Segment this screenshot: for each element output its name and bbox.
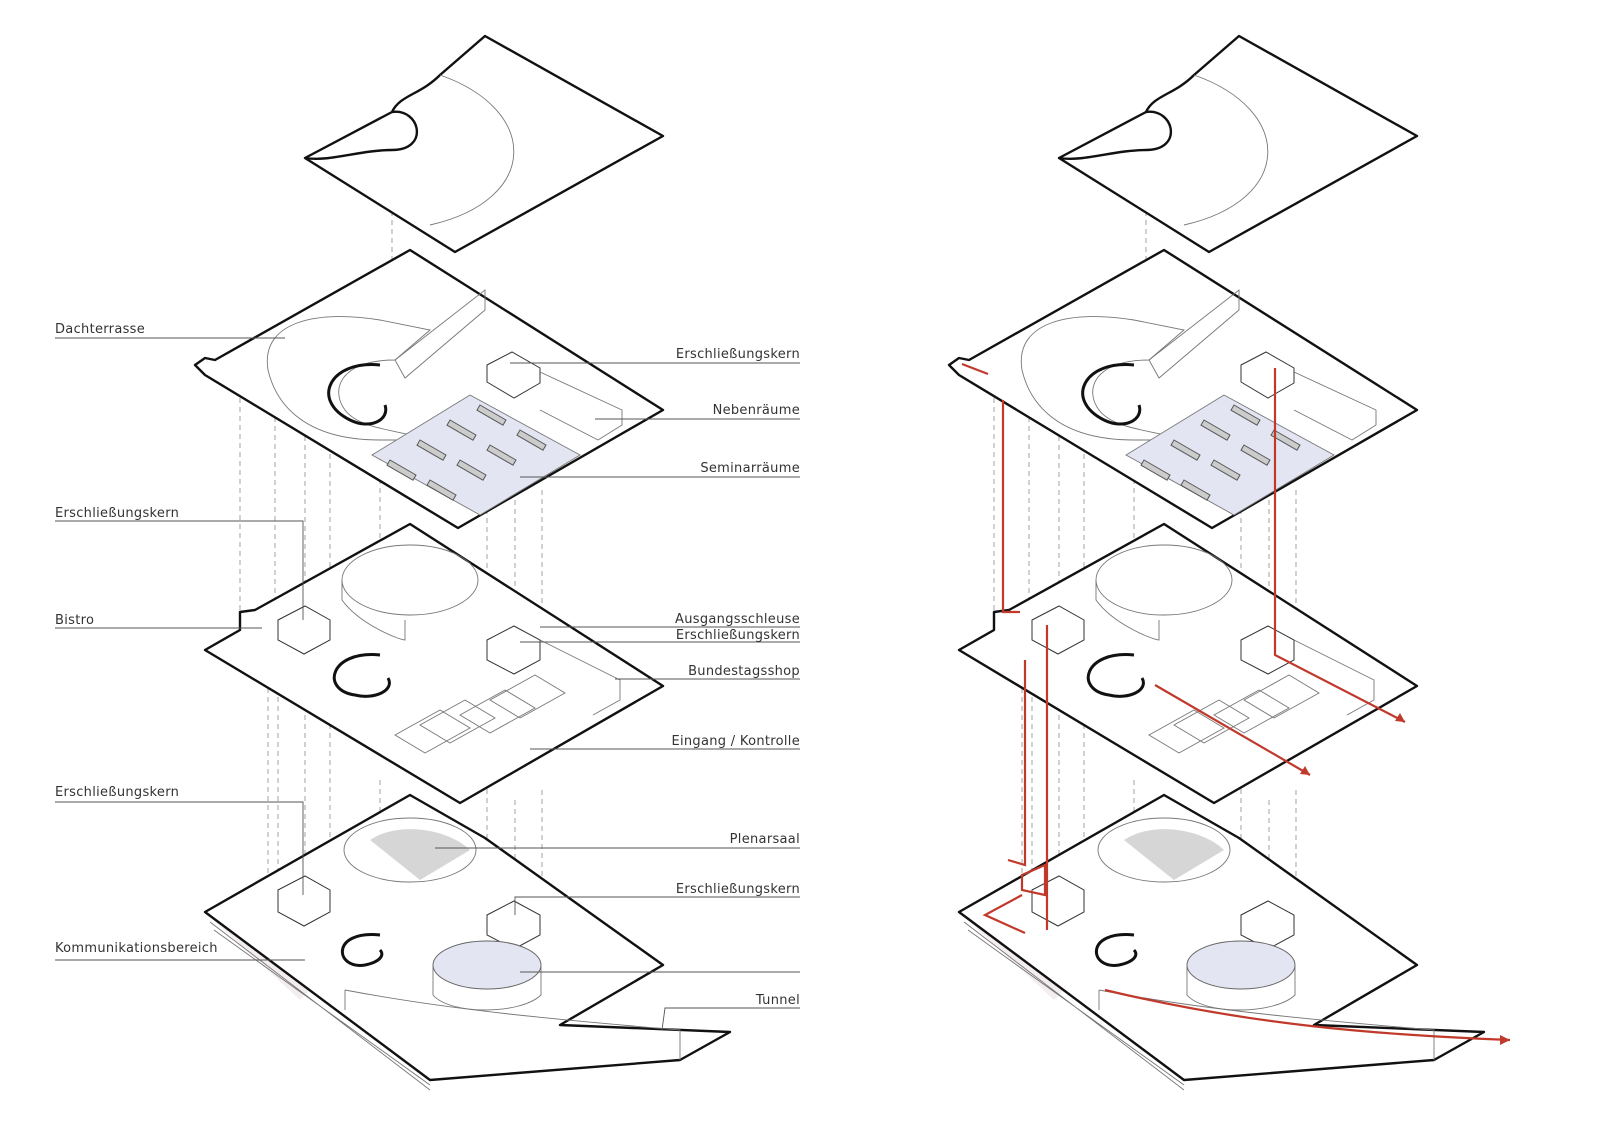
leader-lines: [55, 337, 800, 1031]
circulation-paths: [961, 362, 1511, 1045]
label-bistro: Bistro: [55, 613, 94, 628]
program-diagram: [193, 34, 732, 1092]
circulation-diagram: [947, 34, 1486, 1092]
label-erschliessungskern-left-1: Erschließungskern: [55, 506, 179, 521]
label-dachterrasse: Dachterrasse: [55, 322, 145, 337]
label-erschliessungskern-entrance: Erschließungskern: [676, 628, 800, 643]
label-bundestagsshop: Bundestagsshop: [688, 664, 800, 679]
label-plenarsaal: Plenarsaal: [730, 832, 800, 847]
label-kommunikationsbereich: Kommunikationsbereich: [55, 941, 218, 956]
label-ausgangsschleuse: Ausgangsschleuse: [675, 612, 800, 627]
label-nebenraeume: Nebenräume: [713, 403, 800, 418]
label-tunnel: Tunnel: [755, 993, 800, 1008]
label-erschliessungskern-roof: Erschließungskern: [676, 347, 800, 362]
label-eingang-kontrolle: Eingang / Kontrolle: [671, 734, 800, 749]
label-erschliessungskern-plenary: Erschließungskern: [676, 882, 800, 897]
label-seminarraeume: Seminarräume: [700, 461, 800, 476]
label-erschliessungskern-left-2: Erschließungskern: [55, 785, 179, 800]
